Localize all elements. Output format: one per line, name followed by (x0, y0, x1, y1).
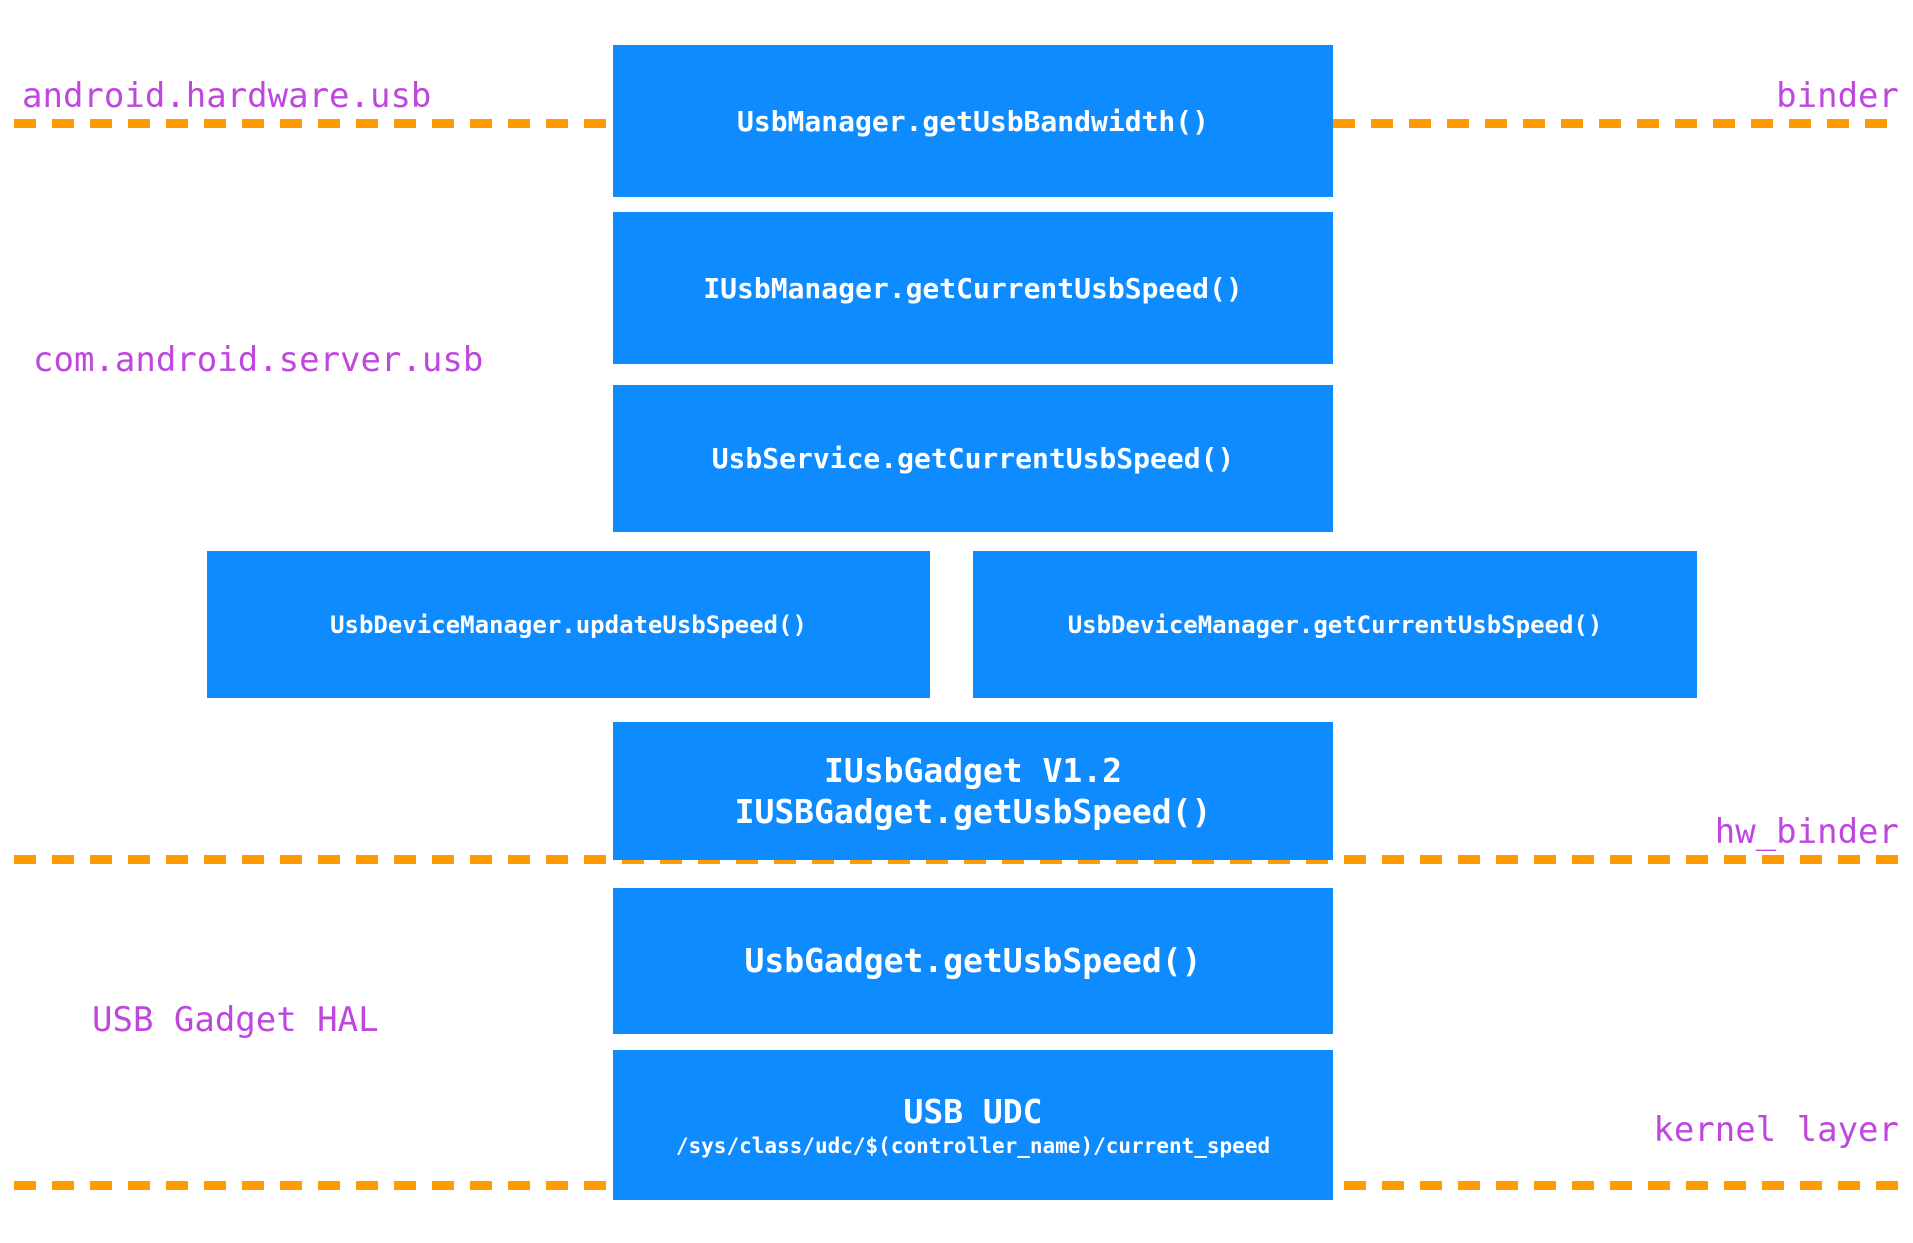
label-hw-binder: hw_binder (1714, 812, 1899, 852)
box-usb-device-manager-update-usb-speed[interactable]: UsbDeviceManager.updateUsbSpeed() (207, 551, 930, 698)
label-kernel-layer: kernel layer (1653, 1110, 1899, 1150)
box-iusb-manager-label: IUsbManager.getCurrentUsbSpeed() (703, 271, 1243, 305)
box-usb-service-label: UsbService.getCurrentUsbSpeed() (711, 442, 1235, 475)
box-iusb-manager-get-current-usb-speed[interactable]: IUsbManager.getCurrentUsbSpeed() (613, 212, 1333, 364)
box-iusb-gadget[interactable]: IUsbGadget V1.2 IUSBGadget.getUsbSpeed() (613, 722, 1333, 860)
box-device-manager-get-label: UsbDeviceManager.getCurrentUsbSpeed() (1067, 610, 1603, 639)
box-usb-service-get-current-usb-speed[interactable]: UsbService.getCurrentUsbSpeed() (613, 385, 1333, 532)
label-com-android-server-usb: com.android.server.usb (33, 340, 484, 380)
binder-divider-left (14, 119, 614, 128)
box-iusb-gadget-method: IUSBGadget.getUsbSpeed() (734, 792, 1212, 831)
box-usb-udc-title: USB UDC (903, 1092, 1043, 1132)
box-usb-udc[interactable]: USB UDC /sys/class/udc/$(controller_name… (613, 1050, 1333, 1200)
box-usb-gadget-get-usb-speed[interactable]: UsbGadget.getUsbSpeed() (613, 888, 1333, 1034)
label-usb-gadget-hal: USB Gadget HAL (92, 1000, 379, 1040)
box-usb-udc-path: /sys/class/udc/$(controller_name)/curren… (675, 1133, 1271, 1158)
box-usb-device-manager-get-current-usb-speed[interactable]: UsbDeviceManager.getCurrentUsbSpeed() (973, 551, 1697, 698)
box-usb-manager-get-usb-bandwidth[interactable]: UsbManager.getUsbBandwidth() (613, 45, 1333, 197)
box-usb-gadget-label: UsbGadget.getUsbSpeed() (744, 941, 1202, 981)
label-binder: binder (1776, 76, 1899, 116)
binder-divider-right (1333, 119, 1899, 128)
box-usb-manager-label: UsbManager.getUsbBandwidth() (736, 104, 1209, 138)
label-android-hardware-usb: android.hardware.usb (22, 76, 432, 116)
box-device-manager-update-label: UsbDeviceManager.updateUsbSpeed() (330, 610, 807, 639)
box-iusb-gadget-version: IUsbGadget V1.2 (823, 750, 1122, 790)
